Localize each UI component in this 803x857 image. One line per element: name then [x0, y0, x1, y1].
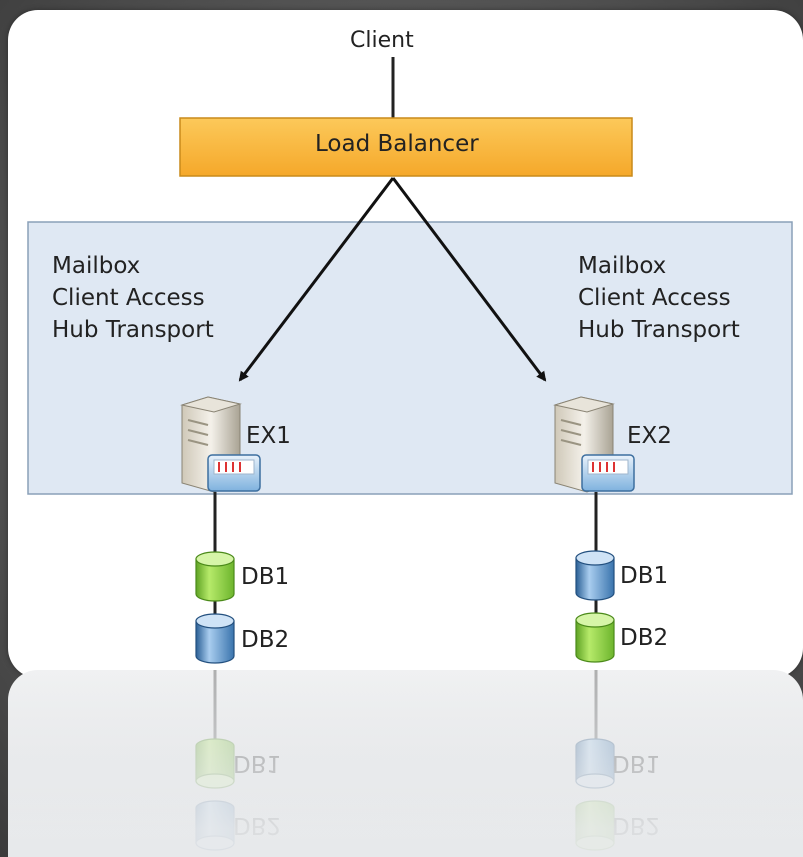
- ex2-label: EX2: [627, 423, 672, 449]
- load-balancer-box: [179, 117, 633, 177]
- ex1-label: EX1: [246, 423, 291, 449]
- ex1-role-hub-transport: Hub Transport: [52, 317, 214, 343]
- ex1-role-list: Mailbox Client Access Hub Transport: [52, 250, 214, 346]
- ex1-role-mailbox: Mailbox: [52, 253, 141, 279]
- ex2-role-hub-transport: Hub Transport: [578, 317, 740, 343]
- database-icon-ex1-db2: [195, 613, 235, 664]
- database-icon-ex2-db1: [575, 550, 615, 601]
- arrow-to-ex1: [238, 177, 395, 382]
- database-icon-ex1-db1: [195, 551, 235, 602]
- ex2-role-list: Mailbox Client Access Hub Transport: [578, 250, 740, 346]
- diagram-canvas: [27, 57, 793, 664]
- reflection-area: DB1 DB2 DB1 DB2: [8, 670, 803, 857]
- ex1-db2-label: DB2: [241, 627, 290, 653]
- client-label: Client: [350, 28, 414, 53]
- ex2-db2-label: DB2: [620, 625, 669, 651]
- database-icon-ex2-db2: [575, 612, 615, 663]
- ex2-role-mailbox: Mailbox: [578, 253, 667, 279]
- ex2-role-client-access: Client Access: [578, 285, 731, 311]
- server-icon-ex1: [180, 396, 261, 493]
- reflection-fade: [8, 670, 803, 857]
- load-balancer-label: Load Balancer: [315, 131, 479, 157]
- ex1-db1-label: DB1: [241, 564, 290, 590]
- server-cluster-box: [27, 221, 793, 495]
- ex1-role-client-access: Client Access: [52, 285, 205, 311]
- ex2-db1-label: DB1: [620, 563, 669, 589]
- diagram-panel: Client Load Balancer Mailbox Client Acce…: [8, 10, 803, 678]
- arrow-to-ex2: [391, 177, 547, 382]
- server-icon-ex2: [553, 396, 635, 493]
